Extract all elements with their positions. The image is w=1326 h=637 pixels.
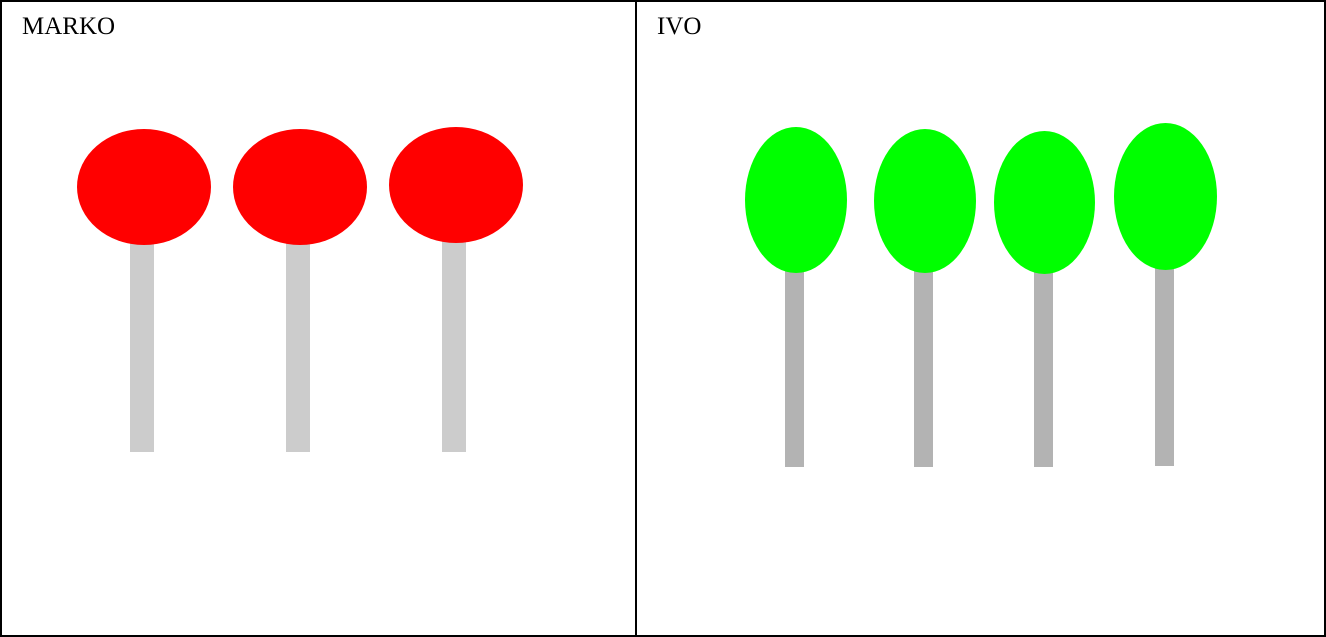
lollipop-stick xyxy=(130,240,154,452)
marko-cell: MARKO xyxy=(2,2,637,635)
lollipop-candy xyxy=(77,129,211,245)
lollipop-candy xyxy=(994,131,1095,274)
lollipop-candy xyxy=(389,127,523,243)
lollipop-stick xyxy=(1155,264,1174,466)
marko-label: MARKO xyxy=(22,13,116,40)
lollipop-stick xyxy=(914,266,933,467)
ivo-label: IVO xyxy=(657,13,702,40)
lollipop-candy xyxy=(1114,123,1217,270)
lollipop-candy xyxy=(874,129,976,273)
lollipop-candy xyxy=(233,129,367,245)
ivo-cell: IVO xyxy=(637,2,1324,635)
lollipop-candy xyxy=(745,127,847,273)
lollipop-stick xyxy=(442,238,466,452)
lollipop-stick xyxy=(785,266,804,467)
lollipop-stick xyxy=(1034,268,1053,467)
lollipop-stick xyxy=(286,240,310,452)
